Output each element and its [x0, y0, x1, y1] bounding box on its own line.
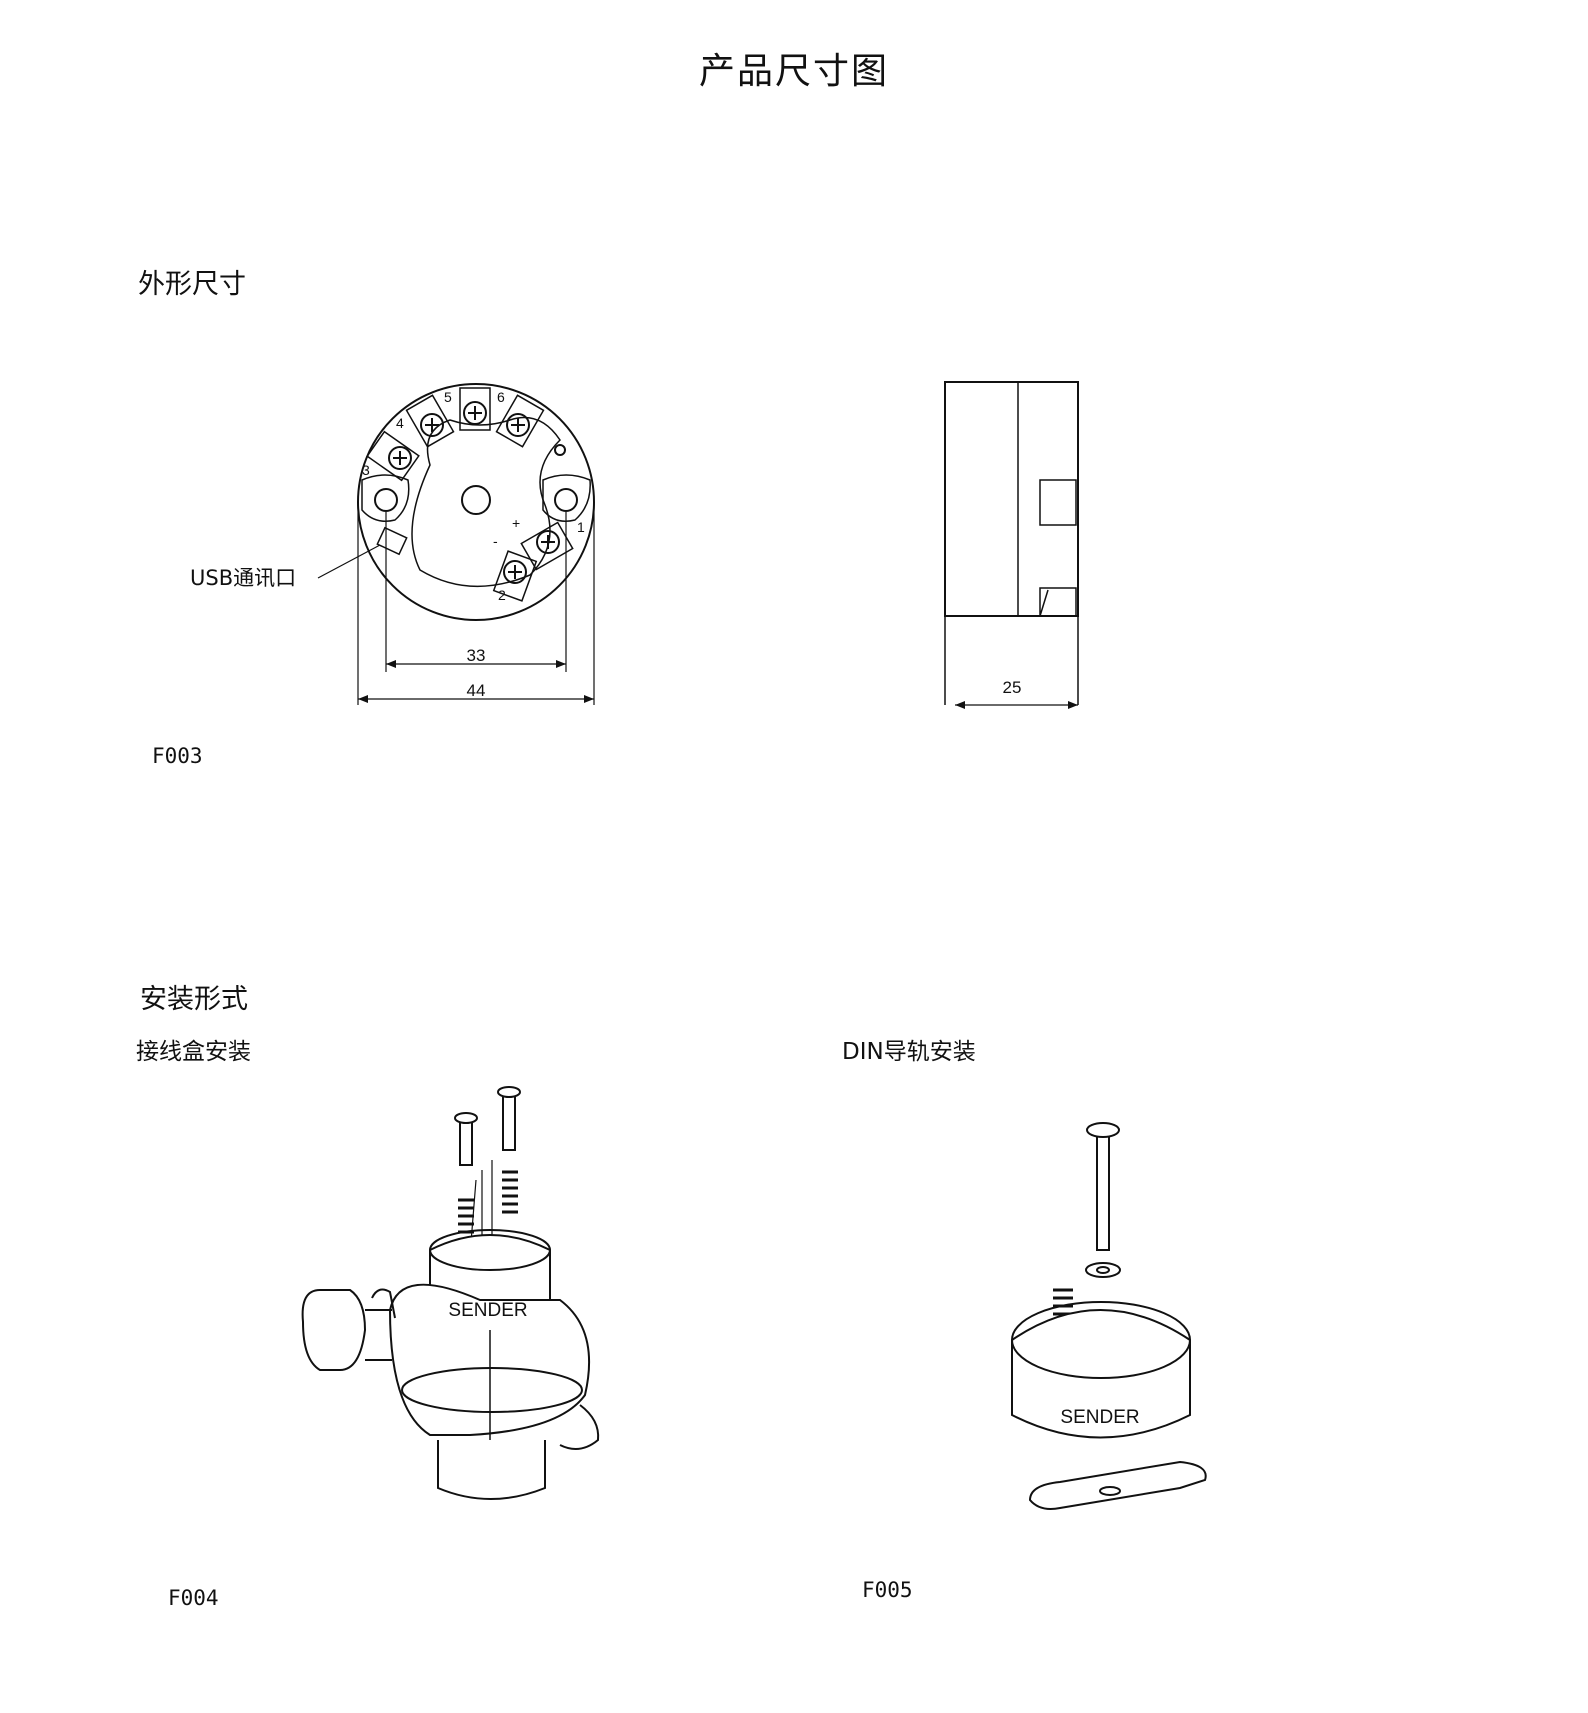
screw-left: [454, 1112, 478, 1166]
usb-port-label: USB通讯口: [190, 566, 297, 590]
washer: [1085, 1262, 1121, 1278]
terminal-block-6: [495, 394, 545, 448]
mounting-hole-right: [554, 488, 578, 512]
section-heading-installation: 安装形式: [140, 984, 248, 1015]
center-hole: [461, 485, 491, 515]
section-heading-dimensions: 外形尺寸: [138, 269, 246, 300]
terminal-label-6: 6: [497, 389, 505, 405]
figure-caption-f003: F003: [152, 744, 203, 768]
spring-right: [502, 1170, 518, 1214]
terminal-label-3: 3: [362, 462, 370, 478]
brand-label-junction: SENDER: [448, 1300, 527, 1321]
terminal-block-4: [405, 394, 455, 448]
dim-hole-spacing: 33: [467, 646, 486, 665]
label-din-rail: DIN导轨安装: [842, 1039, 976, 1065]
polarity-minus: -: [493, 533, 498, 549]
figure-caption-f004: F004: [168, 1586, 219, 1610]
din-clip: [1028, 1460, 1207, 1510]
terminal-label-4: 4: [396, 415, 404, 431]
side-view-drawing: [944, 381, 1079, 709]
dim-diameter: 44: [467, 681, 486, 700]
brand-label-din: SENDER: [1060, 1407, 1139, 1428]
spring-left: [1053, 1288, 1073, 1316]
mounting-hole-left: [374, 488, 398, 512]
dim-height: 25: [1003, 678, 1022, 697]
terminal-label-1: 1: [577, 519, 585, 535]
usb-port: [376, 526, 408, 556]
polarity-plus: +: [512, 515, 520, 531]
terminal-block-5: [459, 387, 491, 431]
cable-gland: [301, 1289, 367, 1371]
housing-neck: [437, 1440, 546, 1500]
inner-body: [411, 416, 561, 588]
module-body: [1011, 1309, 1191, 1439]
terminal-label-5: 5: [444, 389, 452, 405]
label-junction-box: 接线盒安装: [136, 1039, 251, 1065]
terminal-label-2: 2: [498, 587, 506, 603]
figure-caption-f005: F005: [862, 1578, 913, 1602]
screw-right: [497, 1086, 521, 1151]
terminal-block-2: [492, 550, 538, 602]
long-screw: [1086, 1122, 1120, 1251]
spring-left: [458, 1198, 474, 1242]
terminal-block-1: [520, 521, 574, 571]
page-title: 产品尺寸图: [698, 51, 889, 92]
terminal-block-3: [366, 430, 420, 482]
